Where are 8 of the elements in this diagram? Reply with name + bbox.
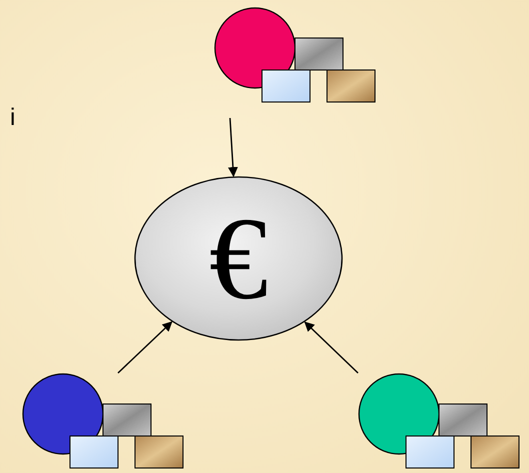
- letter-label: i: [10, 104, 16, 132]
- euro-sign: €: [209, 200, 268, 318]
- arrow: [304, 321, 358, 374]
- arrow: [118, 321, 172, 374]
- arrow: [228, 118, 238, 178]
- circle-with-tiles-drawing: [214, 7, 376, 103]
- circle-with-tiles-drawing: [21, 371, 184, 471]
- circle-with-tiles-drawing: [357, 371, 520, 471]
